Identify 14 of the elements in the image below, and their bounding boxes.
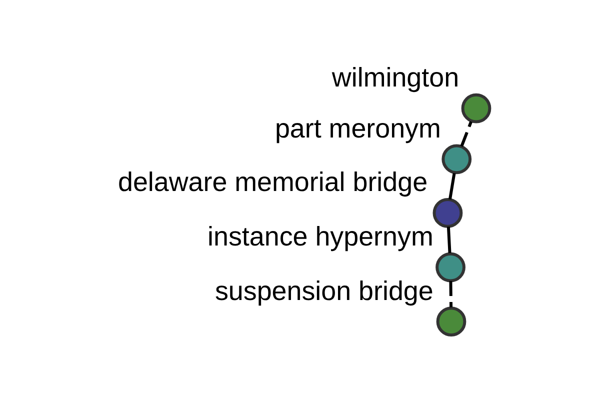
node-circle — [435, 252, 465, 282]
node-label: part meronym — [274, 113, 440, 144]
node-label: wilmington — [331, 62, 459, 92]
node-label: delaware memorial bridge — [117, 167, 428, 198]
node-circle — [432, 198, 462, 228]
node-label: instance hypernym — [207, 221, 433, 252]
connector — [448, 173, 456, 200]
node-circle — [441, 144, 472, 174]
node-circle — [436, 306, 466, 337]
connector — [460, 121, 472, 147]
node-circle — [460, 93, 491, 124]
connector — [446, 226, 451, 254]
connector — [448, 280, 452, 308]
node-label: suspension bridge — [214, 276, 433, 306]
